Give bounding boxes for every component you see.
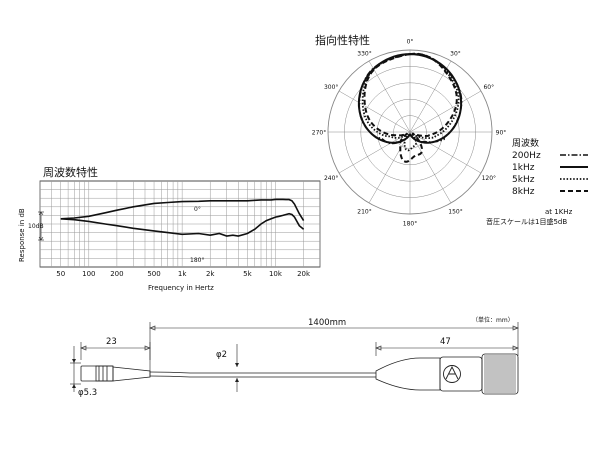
total-length-label: 1400mm [308,318,346,328]
x-tick-label: 10k [269,270,283,278]
response-ylabel: Response in dB [18,208,26,262]
polar-angle-label: 240° [324,175,338,182]
legend-label-200hz: 200Hz [512,151,541,161]
response-x-ticks: 50 100 200 500 1k 2k 5k 10k 20k [56,270,311,278]
polar-angle-label: 330° [357,51,371,58]
response-curves [60,198,305,237]
response-series-front [60,198,305,222]
polar-series-200hz [358,53,463,145]
mic-cable [149,371,376,378]
legend-label-1khz: 1kHz [512,163,535,173]
unit-note: （単位：mm） [472,316,514,324]
polar-spoke [409,131,482,174]
head-diameter-label: φ5.3 [78,388,97,398]
polar-curves [357,52,463,163]
response-chart: 周波数特性 50 100 200 500 1k 2k 5k 10k 20k Response i… [18,165,321,292]
dim-head-length: 23 [80,337,151,360]
cable-diameter-label: φ2 [216,350,227,360]
polar-angle-label: 180° [403,221,417,228]
polar-angle-label: 210° [357,208,371,215]
polar-spoke [338,131,411,174]
legend-label-5khz: 5kHz [512,175,535,185]
polar-note-scale: 音圧スケールは1目盛5dB [486,217,567,226]
x-tick-label: 500 [147,270,160,278]
polar-angle-label: 90° [496,130,507,137]
dim-total-length: 1400mm [149,318,519,377]
response-grid [39,181,321,267]
x-tick-label: 50 [56,270,65,278]
dimension-drawing: （単位：mm） 1400mm 23 47 [70,316,519,398]
polar-series-8khz [363,52,458,163]
polar-spoke [409,60,452,133]
xlr-connector [375,353,519,395]
connector-grip [484,355,516,393]
polar-spoke [409,90,482,133]
polar-angle-label: 120° [482,175,496,182]
polar-note-frequency: at 1KHz [545,208,573,216]
x-tick-label: 2k [206,270,215,278]
legend-label-8khz: 8kHz [512,187,535,197]
response-xlabel: Frequency in Hertz [148,284,214,292]
audio-technica-logo-mark [445,365,459,380]
response-series-rear [60,212,305,237]
polar-spoke [368,131,411,204]
polar-spoke [338,90,411,133]
x-tick-label: 20k [297,270,311,278]
polar-title: 指向性特性 [315,33,370,47]
connector-length-label: 47 [440,337,451,347]
curve-label-rear: 180° [190,257,204,264]
scale-bar-label: 10dB [28,223,44,230]
polar-spoke [368,60,411,133]
head-length-label: 23 [106,337,117,347]
polar-angle-label: 270° [312,130,326,137]
legend-title: 周波数 [512,137,539,149]
dim-connector-length: 47 [375,337,519,356]
polar-grid [327,49,493,215]
response-title: 周波数特性 [43,165,98,179]
polar-angle-label: 0° [407,39,414,46]
x-tick-label: 5k [243,270,252,278]
dim-cable-diameter: φ2 [216,344,239,392]
x-tick-label: 100 [82,270,95,278]
dim-head-diameter: φ5.3 [70,346,97,398]
polar-angle-label: 300° [324,84,338,91]
scale-bar-10db: 10dB [28,211,44,241]
audio-technica-logo-icon [443,365,461,383]
polar-legend: 周波数 200Hz 1kHz 5kHz 8kHz at 1KHz 音圧スケールは… [486,137,588,226]
polar-chart: 指向性特性 0° 30° 60° 90° 120° 150° 180° 210° 240° 270… [312,33,507,228]
x-tick-label: 200 [110,270,123,278]
polar-angle-label: 150° [448,208,462,215]
polar-angle-label: 60° [483,84,494,91]
polar-angle-labels: 0° 30° 60° 90° 120° 150° 180° 210° 240° 270° 300° 3… [312,39,507,228]
mic-head [80,365,151,382]
curve-label-front: 0° [194,206,201,213]
polar-angle-label: 30° [450,51,461,58]
x-tick-label: 1k [178,270,187,278]
